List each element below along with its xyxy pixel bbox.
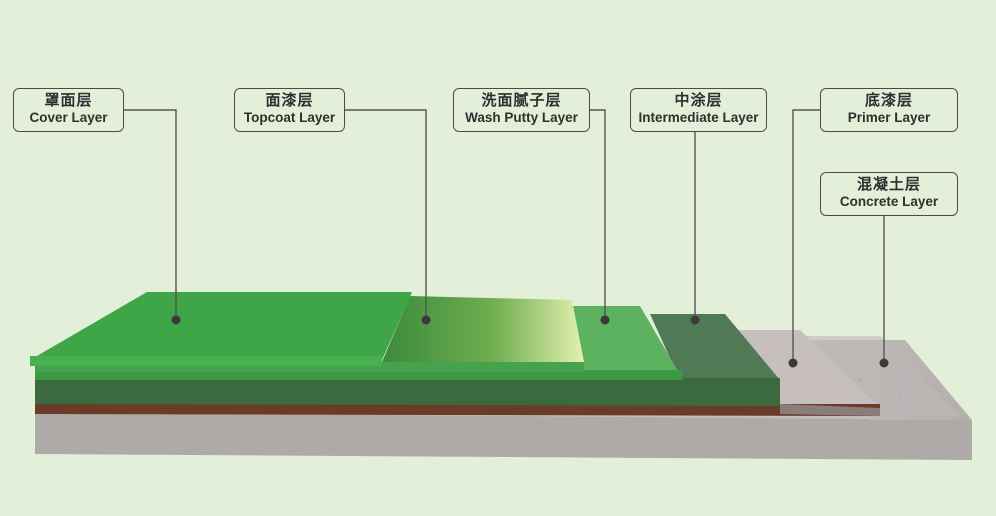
dot-primer: [788, 358, 798, 368]
dot-wash-putty: [600, 315, 610, 325]
leader-topcoat: [345, 109, 427, 320]
dot-cover: [171, 315, 181, 325]
label-intermediate-en: Intermediate Layer: [638, 110, 759, 125]
label-intermediate: 中涂层 Intermediate Layer: [630, 88, 767, 132]
label-primer: 底漆层 Primer Layer: [820, 88, 958, 132]
leader-lines: [124, 109, 885, 363]
label-wash-putty-cn: 洗面腻子层: [481, 92, 562, 109]
leader-dots: [171, 315, 889, 368]
label-cover-cn: 罩面层: [44, 92, 93, 109]
label-cover-en: Cover Layer: [29, 110, 108, 125]
label-primer-cn: 底漆层: [864, 92, 913, 109]
label-concrete-cn: 混凝土层: [856, 176, 921, 193]
dot-intermediate: [690, 315, 700, 325]
dot-concrete: [879, 358, 889, 368]
label-concrete-en: Concrete Layer: [839, 194, 939, 209]
intermediate-layer-shape: [35, 314, 780, 406]
label-wash-putty-en: Wash Putty Layer: [465, 110, 578, 125]
leader-primer: [792, 109, 820, 363]
concrete-slab: [35, 336, 972, 460]
label-topcoat: 面漆层 Topcoat Layer: [234, 88, 345, 132]
dot-topcoat: [421, 315, 431, 325]
cover-layer-shape: [30, 292, 412, 366]
leader-wash-putty: [590, 109, 606, 320]
label-topcoat-cn: 面漆层: [265, 92, 314, 109]
label-primer-en: Primer Layer: [847, 110, 931, 125]
label-concrete: 混凝土层 Concrete Layer: [820, 172, 958, 216]
leader-cover: [124, 109, 177, 320]
label-cover: 罩面层 Cover Layer: [13, 88, 124, 132]
label-wash-putty: 洗面腻子层 Wash Putty Layer: [453, 88, 590, 132]
label-intermediate-cn: 中涂层: [674, 92, 723, 109]
label-topcoat-en: Topcoat Layer: [243, 110, 336, 125]
primer-layer-shape: [35, 330, 880, 416]
wash-putty-layer-shape: [35, 306, 682, 380]
